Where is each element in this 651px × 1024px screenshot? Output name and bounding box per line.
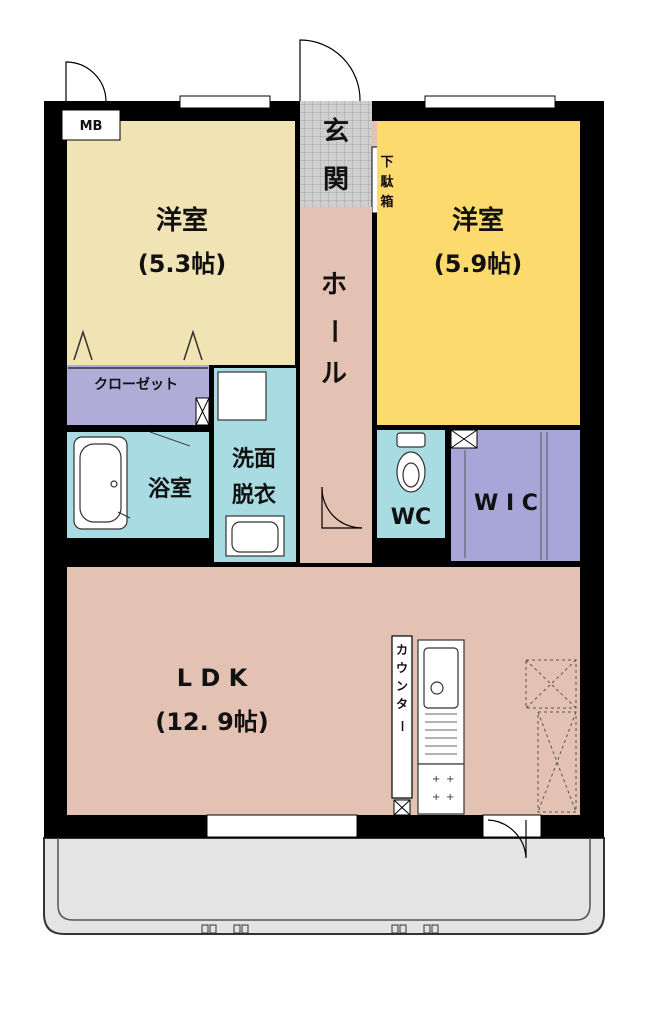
western-left-size: (5.3帖) bbox=[138, 250, 226, 278]
shoe-box-label-2: 駄 bbox=[380, 174, 394, 190]
shoe-box-label-3: 箱 bbox=[380, 194, 393, 210]
closet-label: クローゼット bbox=[94, 376, 178, 393]
washing-machine-space bbox=[217, 371, 267, 421]
mb-door bbox=[65, 61, 107, 102]
counter-label-5: ー bbox=[395, 720, 409, 732]
bathtub bbox=[73, 436, 131, 530]
washroom-label-1: 洗面 bbox=[232, 447, 276, 472]
room-hall bbox=[300, 207, 372, 563]
western-right-size: (5.9帖) bbox=[434, 250, 522, 278]
ldk-name: L D K bbox=[177, 664, 249, 692]
meter-box bbox=[61, 109, 121, 141]
western-right-name: 洋室 bbox=[452, 205, 504, 236]
counter-label-1: カ bbox=[396, 643, 408, 657]
balcony bbox=[43, 837, 605, 935]
storage-dashed bbox=[525, 659, 577, 813]
kitchen-counter bbox=[417, 639, 465, 815]
counter-label-3: ン bbox=[396, 679, 408, 693]
entrance-label-1: 玄 bbox=[323, 116, 349, 147]
svg-text:+: + bbox=[446, 774, 454, 785]
counter-label-2: ウ bbox=[396, 661, 408, 675]
entrance-label-2: 関 bbox=[323, 165, 349, 195]
counter-label-4: タ bbox=[396, 697, 408, 711]
bath-label: 浴室 bbox=[148, 476, 192, 502]
entrance-floor bbox=[300, 101, 372, 207]
entrance-door bbox=[299, 39, 361, 102]
closet-area bbox=[67, 365, 209, 425]
room-ldk bbox=[67, 567, 580, 815]
shoe-box-label-1: 下 bbox=[380, 155, 393, 170]
svg-text:+: + bbox=[432, 792, 440, 803]
hall-label-1: ホ bbox=[321, 270, 347, 300]
wic-label: W I C bbox=[474, 491, 538, 516]
wc-label: WC bbox=[391, 505, 431, 530]
hall-label-3: ル bbox=[321, 359, 347, 389]
room-western-left bbox=[67, 121, 295, 365]
hall-label-2: ー bbox=[318, 318, 348, 344]
balcony-drains bbox=[201, 924, 439, 934]
counter-box bbox=[391, 635, 413, 799]
washroom-label-2: 脱衣 bbox=[232, 482, 276, 508]
windows bbox=[179, 95, 556, 838]
room-wic bbox=[451, 430, 580, 561]
room-western-right bbox=[377, 121, 580, 425]
ldk-size: (12. 9帖) bbox=[155, 708, 269, 736]
stove-burners: + + + + bbox=[432, 774, 454, 803]
toilet bbox=[396, 432, 426, 493]
meter-box-label: MB bbox=[80, 119, 103, 134]
svg-text:+: + bbox=[432, 774, 440, 785]
western-left-name: 洋室 bbox=[156, 205, 208, 236]
washbasin bbox=[225, 515, 285, 557]
svg-text:+: + bbox=[446, 792, 454, 803]
